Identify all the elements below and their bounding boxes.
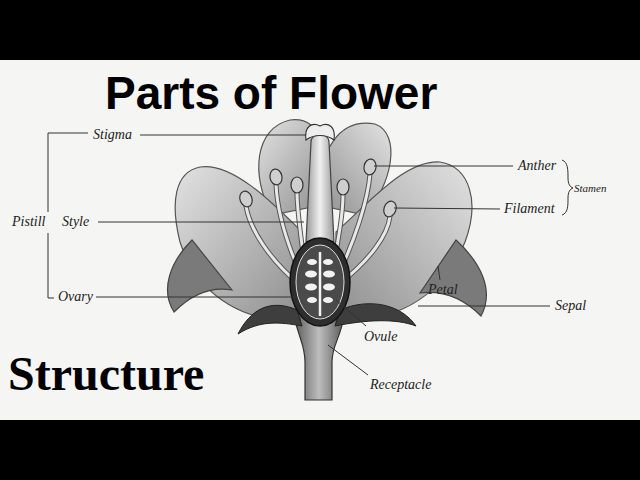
- group-label: Stamen: [574, 182, 606, 195]
- part-label: Ovary: [58, 289, 93, 305]
- part-label: Anther: [518, 158, 556, 174]
- part-label: Stigma: [93, 127, 132, 143]
- group-label: Pistill: [12, 214, 45, 230]
- part-label: Sepal: [555, 298, 586, 314]
- diagram-caption: Structure: [8, 350, 204, 398]
- leader-lines: [48, 133, 573, 375]
- part-label: Petal: [428, 282, 458, 298]
- diagram-title: Parts of Flower: [105, 70, 437, 116]
- part-label: Filament: [504, 201, 555, 217]
- part-label: Ovule: [364, 329, 397, 345]
- part-label: Receptacle: [370, 377, 431, 393]
- part-label: Style: [62, 214, 89, 230]
